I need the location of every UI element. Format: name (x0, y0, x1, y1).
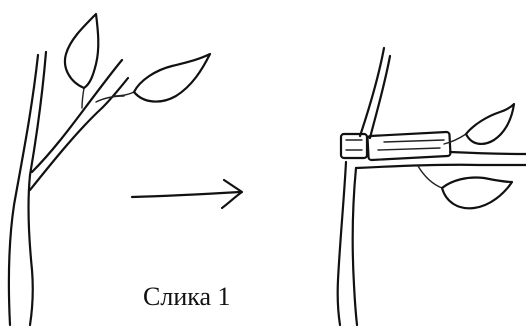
left-tree-drawing (9, 52, 128, 325)
left-upper-leaf (65, 14, 98, 88)
graft-wrap-hatch (378, 140, 444, 150)
graft-wrap (367, 132, 450, 160)
left-upper-leaf-stem (82, 88, 84, 108)
figure-caption: Слика 1 (143, 282, 231, 312)
right-branch-lower-edge (356, 165, 526, 168)
right-upper-trunk-left (360, 48, 384, 136)
right-lower-trunk-right (353, 168, 357, 325)
right-lower-trunk-left (338, 162, 346, 325)
arrow-right-icon (132, 180, 242, 208)
left-branch-lower-edge (30, 78, 128, 190)
graft-clamp-detail (346, 140, 362, 150)
right-lower-leaf (418, 166, 512, 208)
right-upper-leaf (444, 104, 514, 144)
graft-clamp (341, 134, 367, 158)
left-branch-upper-edge (32, 60, 122, 172)
right-tree-drawing (338, 48, 526, 325)
right-branch-upper-edge (450, 152, 526, 154)
